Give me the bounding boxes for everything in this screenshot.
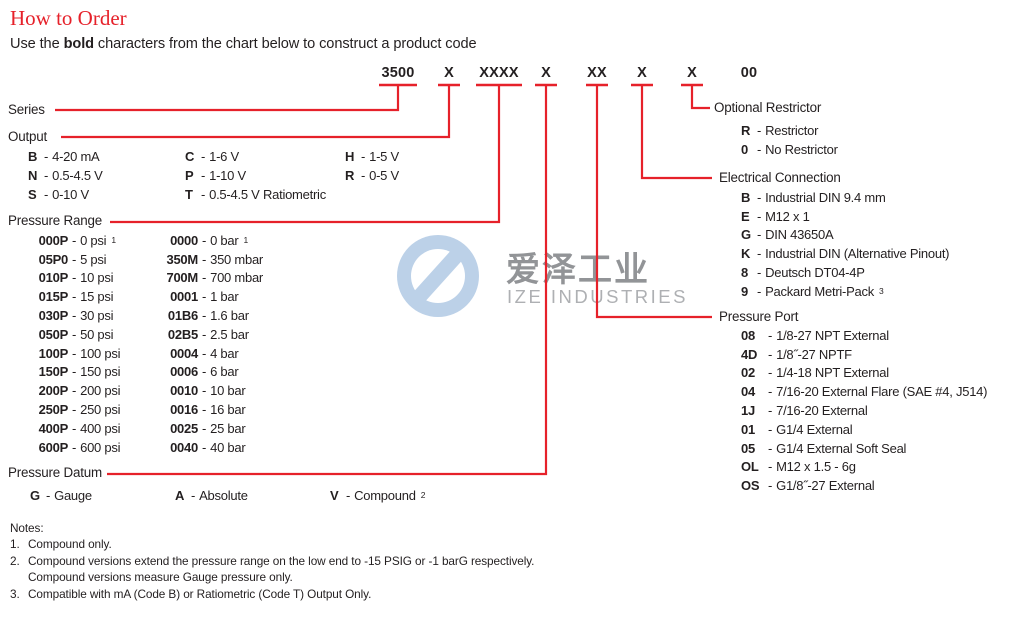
- section-label-pressure-range: Pressure Range: [8, 213, 102, 228]
- subtitle-post: characters from the chart below to const…: [93, 36, 477, 52]
- range-option: 01B6-1.6 bar: [167, 308, 249, 324]
- output-option: R-0-5 V: [345, 168, 399, 183]
- electrical-option: K-Industrial DIN (Alternative Pinout): [741, 246, 950, 262]
- electrical-option: E-M12 x 1: [741, 208, 810, 224]
- notes-section: Notes: 1.Compound only. 2.Compound versi…: [10, 520, 595, 602]
- watermark-cn-text: 爱泽工业: [506, 250, 650, 290]
- output-option: C-1-6 V: [185, 149, 239, 164]
- range-option: 030P-30 psi: [38, 308, 114, 324]
- range-option: 150P-150 psi: [38, 364, 121, 380]
- restrictor-options: R-Restrictor 0-No Restrictor: [741, 121, 843, 159]
- range-option: 0001-1 bar: [170, 289, 239, 305]
- output-option: S-0-10 V: [28, 187, 89, 202]
- ize-logo-icon: [397, 235, 479, 317]
- section-label-output: Output: [8, 129, 47, 144]
- range-option: 010P-10 psi: [38, 270, 114, 286]
- port-option: OL-M12 x 1.5 - 6g: [741, 459, 856, 475]
- range-option: 350M-350 mbar: [166, 251, 264, 267]
- range-option: 100P-100 psi: [38, 345, 121, 361]
- output-column-3: H-1-5 V R-0-5 V: [345, 147, 404, 185]
- code-segment-series: 3500: [381, 65, 415, 81]
- range-option: 700M-700 mbar: [166, 270, 264, 286]
- section-label-electrical-connection: Electrical Connection: [719, 170, 841, 185]
- range-option: 050P-50 psi: [38, 326, 114, 342]
- restrictor-option: 0-No Restrictor: [741, 142, 838, 157]
- range-option: 250P-250 psi: [38, 402, 121, 418]
- pressure-port-options: 08-1/8-27 NPT External 4D-1/8˝-27 NPTF 0…: [741, 326, 992, 495]
- section-label-series: Series: [8, 102, 45, 117]
- subtitle-pre: Use the: [10, 36, 64, 52]
- range-option: 02B5-2.5 bar: [167, 326, 249, 342]
- range-option: 05P0-5 psi: [38, 251, 107, 267]
- electrical-options: B-Industrial DIN 9.4 mm E-M12 x 1 G-DIN …: [741, 188, 954, 301]
- section-label-optional-restrictor: Optional Restrictor: [714, 100, 822, 115]
- port-option: OS-G1/8˝-27 External: [741, 478, 875, 494]
- port-option: 04-7/16-20 External Flare (SAE #4, J514): [741, 384, 988, 400]
- page-title: How to Order: [10, 6, 127, 30]
- electrical-option: B-Industrial DIN 9.4 mm: [741, 189, 886, 205]
- section-label-pressure-datum: Pressure Datum: [8, 465, 102, 480]
- code-segment-restrictor: X: [687, 65, 697, 81]
- section-label-pressure-port: Pressure Port: [719, 309, 799, 324]
- restrictor-option: R-Restrictor: [741, 123, 819, 138]
- output-option: B-4-20 mA: [28, 149, 100, 164]
- code-segment-suffix: 00: [740, 65, 758, 81]
- electrical-option: 8-Deutsch DT04-4P: [741, 265, 865, 281]
- range-option: 400P-400 psi: [38, 420, 121, 436]
- datum-option: A-Absolute: [175, 487, 248, 503]
- output-option: N-0.5-4.5 V: [28, 168, 103, 183]
- port-option: 02-1/4-18 NPT External: [741, 365, 889, 381]
- range-option: 0004-4 bar: [170, 345, 239, 361]
- range-option: 015P-15 psi: [38, 289, 114, 305]
- range-option: 0016-16 bar: [170, 402, 246, 418]
- port-option: 08-1/8-27 NPT External: [741, 327, 889, 343]
- range-option: 0006-6 bar: [170, 364, 239, 380]
- notes-heading: Notes:: [10, 521, 44, 535]
- page-subtitle: Use the bold characters from the chart b…: [10, 36, 477, 52]
- note-item: 1.Compound only.: [10, 537, 112, 552]
- output-column-2: C-1-6 V P-1-10 V T-0.5-4.5 V Ratiometric: [185, 147, 331, 204]
- output-option: T-0.5-4.5 V Ratiometric: [185, 187, 326, 202]
- range-option: 600P-600 psi: [38, 439, 121, 455]
- port-option: 05-G1/4 External Soft Seal: [741, 440, 907, 456]
- note-item: 2.Compound versions extend the pressure …: [10, 553, 535, 585]
- range-option: 0010-10 bar: [170, 383, 246, 399]
- code-segment-output: X: [444, 65, 454, 81]
- code-segment-range: XXXX: [479, 65, 519, 81]
- port-option: 01-G1/4 External: [741, 421, 853, 437]
- electrical-option: G-DIN 43650A: [741, 227, 834, 243]
- watermark-en-text: IZE INDUSTRIES: [507, 286, 688, 307]
- output-option: P-1-10 V: [185, 168, 246, 183]
- code-segment-electrical: X: [637, 65, 647, 81]
- port-option: 1J-7/16-20 External: [741, 403, 868, 419]
- range-option: 200P-200 psi: [38, 383, 121, 399]
- range-option: 0025-25 bar: [170, 420, 246, 436]
- note-item: 3.Compatible with mA (Code B) or Ratiome…: [10, 586, 372, 601]
- subtitle-bold-word: bold: [63, 36, 95, 52]
- datum-option: G-Gauge: [30, 487, 92, 503]
- port-option: 4D-1/8˝-27 NPTF: [741, 346, 852, 362]
- code-segment-port: XX: [587, 65, 607, 81]
- range-option: 0040-40 bar: [170, 439, 246, 455]
- code-segment-datum: X: [541, 65, 551, 81]
- output-option: H-1-5 V: [345, 149, 399, 164]
- output-column-1: B-4-20 mA N-0.5-4.5 V S-0-10 V: [28, 147, 108, 204]
